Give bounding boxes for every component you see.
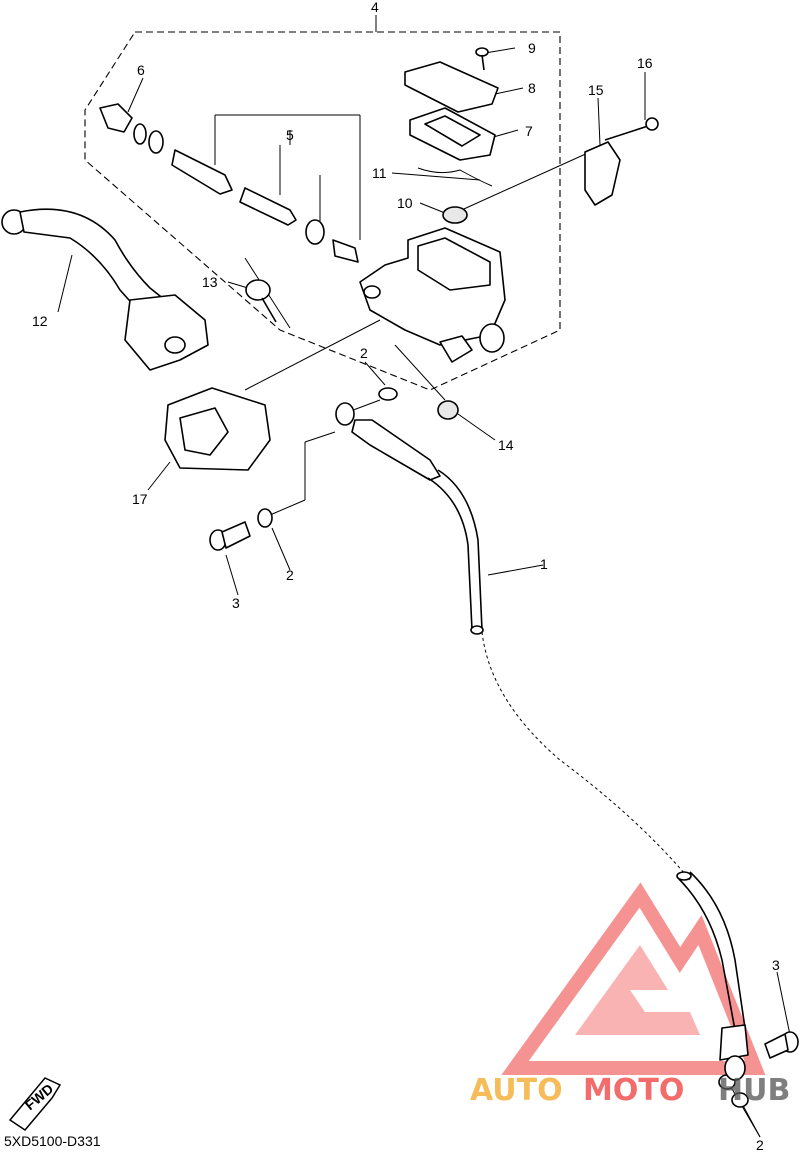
callout-7: 7 xyxy=(525,123,533,139)
callout-labels: 1 2 2 2 3 3 4 5 6 7 8 9 10 11 12 13 14 1… xyxy=(32,0,780,1153)
watermark-logo xyxy=(501,882,766,1075)
part-8-reservoir-cap xyxy=(404,61,499,113)
callout-3-right: 3 xyxy=(772,957,780,973)
callout-2-left: 2 xyxy=(286,567,294,583)
callout-12: 12 xyxy=(32,313,48,329)
watermark-text-moto: MOTO xyxy=(583,1073,684,1108)
callout-17: 17 xyxy=(132,491,148,507)
part-16-bolt xyxy=(604,117,659,141)
callout-3-left: 3 xyxy=(232,595,240,611)
leader-lines xyxy=(57,15,791,1138)
assembly-boundary xyxy=(84,31,561,391)
hose-routing-line xyxy=(481,631,691,881)
part-5-piston-kit xyxy=(171,149,359,263)
part-9-screw xyxy=(475,47,489,71)
part-15-clamp xyxy=(584,141,621,206)
callout-2-top: 2 xyxy=(360,345,368,361)
callout-2-bottom: 2 xyxy=(756,1137,764,1153)
part-12-lever xyxy=(1,208,209,371)
callout-4: 4 xyxy=(371,0,379,15)
callout-10: 10 xyxy=(397,195,413,211)
part-11-diaphragm xyxy=(417,167,493,187)
callout-9: 9 xyxy=(528,40,536,56)
callout-11: 11 xyxy=(372,165,387,181)
part-2-washer-left xyxy=(257,508,273,528)
part-13-pivot-bolt xyxy=(245,279,277,323)
callout-15: 15 xyxy=(588,82,604,98)
watermark-text-auto: AUTO xyxy=(470,1073,563,1108)
master-cylinder-body xyxy=(359,227,506,363)
part-3-banjo-bolt-top xyxy=(209,521,251,551)
callout-13: 13 xyxy=(202,274,218,290)
part-6-boot xyxy=(99,103,164,154)
diagram-code: 5XD5100-D331 xyxy=(4,1133,101,1149)
callout-1: 1 xyxy=(540,556,548,572)
part-14-cap xyxy=(437,400,459,420)
watermark-text: AUTO MOTO HUB xyxy=(470,1073,790,1108)
callout-8: 8 xyxy=(528,80,536,96)
fwd-arrow-icon: FWD xyxy=(8,1077,62,1131)
part-10-grommet xyxy=(442,206,468,224)
callout-5: 5 xyxy=(286,127,294,143)
part-1-clutch-hose xyxy=(335,402,749,1081)
callout-6: 6 xyxy=(137,62,145,78)
callout-16: 16 xyxy=(637,55,653,71)
part-17-holder xyxy=(164,387,271,471)
part-2-washer-bottom-2 xyxy=(731,1092,749,1108)
part-3-banjo-bolt-bottom xyxy=(764,1031,799,1059)
part-2-washer-top xyxy=(378,387,398,401)
watermark-text-hub: HUB xyxy=(718,1073,790,1108)
callout-14: 14 xyxy=(498,437,514,453)
